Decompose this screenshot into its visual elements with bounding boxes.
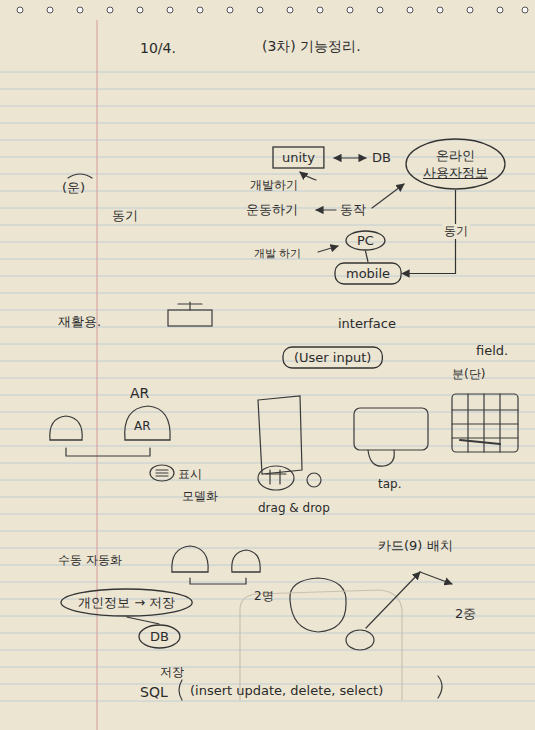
note-text: AR <box>130 385 149 401</box>
note-text: 운동하기 <box>246 202 298 218</box>
node-text: mobile <box>346 265 390 282</box>
note-text: 개발하기 <box>250 177 298 193</box>
sketch-box: mobile <box>334 262 402 285</box>
sketch-ellipse: 개인정보 → 저장 <box>60 588 193 617</box>
node-text: DB <box>150 628 169 645</box>
sketch-box: unity <box>272 146 325 169</box>
node-text: (User input) <box>294 349 371 366</box>
node-text: PC <box>357 232 374 249</box>
note-text: 분(단) <box>452 366 485 382</box>
node-text: 개인정보 → 저장 <box>78 594 175 611</box>
note-text: interface <box>338 316 396 332</box>
note-text: field. <box>476 343 508 359</box>
note-text: 모델화 <box>182 488 218 504</box>
node-text: unity <box>282 149 315 166</box>
edge-label: 동기 <box>442 224 470 239</box>
note-text: 동작 <box>340 202 366 218</box>
note-text: 2중 <box>455 606 476 622</box>
sketch-ellipse: 온라인사용자정보 <box>405 138 506 190</box>
note-text: 수동 자동화 <box>58 552 122 568</box>
note-text: DB <box>372 150 391 166</box>
sketch-ellipse: DB <box>138 624 181 649</box>
note-text: 2명 <box>254 588 274 604</box>
note-text: 카드(9) 배치 <box>378 538 453 554</box>
connector <box>365 251 368 262</box>
connector <box>127 617 160 624</box>
note-text: drag & drop <box>258 500 330 516</box>
node-outline <box>405 138 506 190</box>
page-title: (3차) 기능정리. <box>262 38 361 56</box>
sketch-box: (User input) <box>282 346 383 369</box>
note-text: 동기 <box>112 208 138 224</box>
note-text: (운) <box>62 180 85 196</box>
note-text: (insert update, delete, select) <box>190 683 383 699</box>
note-text: SQL <box>140 684 168 700</box>
note-text: 재활용. <box>58 314 101 330</box>
note-text: 저장 <box>160 664 184 680</box>
note-text: AR <box>134 418 151 434</box>
note-text: 10/4. <box>140 40 176 56</box>
node-text: 사용자정보 <box>423 164 488 181</box>
sketch-ellipse: PC <box>345 230 386 251</box>
node-text: 온라인 <box>423 147 488 164</box>
note-text: tap. <box>378 476 402 492</box>
note-text: 개발 하기 <box>254 246 302 262</box>
note-text: 표시 <box>178 466 202 482</box>
